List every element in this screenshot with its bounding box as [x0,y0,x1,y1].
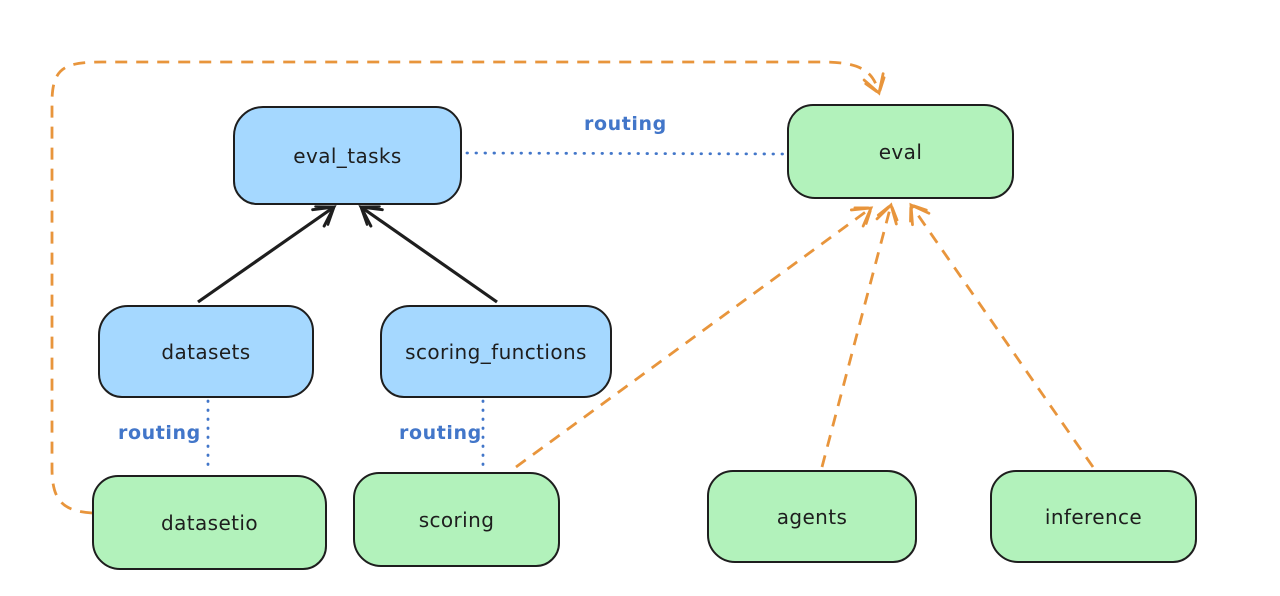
node-datasets-label: datasets [161,339,251,364]
edge-scoring-functions-to-eval-tasks [358,205,498,304]
node-datasetio: datasetio [92,475,327,570]
routing-label-left: routing [118,422,201,444]
node-agents: agents [707,470,917,563]
edge-scoring-to-eval [515,206,874,469]
routing-label-middle: routing [399,422,482,444]
node-datasetio-label: datasetio [160,510,258,535]
edge-inference-to-eval [909,202,1095,468]
node-inference-label: inference [1044,504,1143,529]
routing-label-top: routing [584,113,667,135]
node-eval-tasks-label: eval_tasks [293,143,402,168]
edge-eval-tasks-to-eval-routing [465,151,786,156]
node-scoring: scoring [353,472,560,567]
node-scoring-functions: scoring_functions [380,305,612,398]
edge-datasetio-to-eval [50,60,886,515]
node-eval: eval [787,104,1014,199]
edge-agents-to-eval [820,202,899,468]
edge-datasets-to-eval-tasks [197,205,337,304]
node-scoring-functions-label: scoring_functions [405,339,587,364]
node-eval-label: eval [878,139,923,164]
node-inference: inference [990,470,1197,563]
node-agents-label: agents [776,504,848,529]
node-scoring-label: scoring [418,507,495,532]
node-datasets: datasets [98,305,314,398]
node-eval-tasks: eval_tasks [233,106,462,205]
